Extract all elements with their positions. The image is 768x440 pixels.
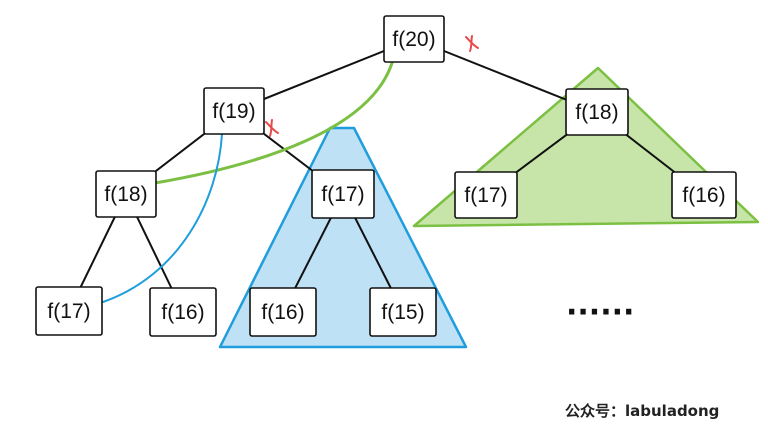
tree-node-label: f(16) bbox=[161, 301, 204, 324]
tree-node: f(16) bbox=[671, 171, 737, 219]
memo-link-blue bbox=[102, 133, 223, 303]
tree-node: f(17) bbox=[35, 286, 103, 336]
cut-mark-icon bbox=[465, 35, 479, 52]
tree-node-label: f(16) bbox=[261, 301, 304, 324]
tree-node-box bbox=[311, 169, 375, 219]
tree-node: f(15) bbox=[369, 287, 437, 337]
tree-node-label: f(18) bbox=[104, 183, 147, 206]
tree-node-box bbox=[383, 15, 445, 63]
tree-node-box bbox=[95, 170, 157, 218]
tree-node-label: f(18) bbox=[575, 101, 618, 124]
tree-node-box bbox=[149, 287, 217, 337]
tree-node-label: f(20) bbox=[392, 28, 435, 51]
tree-node: f(18) bbox=[565, 88, 629, 136]
ellipsis-text: ······ bbox=[566, 295, 634, 330]
tree-node: f(18) bbox=[95, 170, 157, 218]
tree-node: f(17) bbox=[454, 171, 518, 219]
tree-node: f(19) bbox=[203, 87, 265, 135]
tree-node: f(16) bbox=[149, 287, 217, 337]
tree-node-box bbox=[203, 87, 265, 135]
cut-mark-icon bbox=[265, 119, 279, 137]
tree-node: f(20) bbox=[383, 15, 445, 63]
tree-node-label: f(17) bbox=[47, 300, 90, 323]
tree-node-box bbox=[369, 287, 437, 337]
tree-node-label: f(17) bbox=[321, 183, 364, 206]
tree-nodes: f(20) f(19) f(18) f(18) f(17) f(16) f(17) f(16)… bbox=[35, 15, 737, 337]
tree-node-label: f(17) bbox=[464, 184, 507, 207]
tree-node-box bbox=[671, 171, 737, 219]
tree-node: f(17) bbox=[311, 169, 375, 219]
tree-node-label: f(15) bbox=[381, 301, 424, 324]
tree-node-box bbox=[454, 171, 518, 219]
tree-node-label: f(16) bbox=[682, 184, 725, 207]
tree-node-box bbox=[565, 88, 629, 136]
watermark-text: 公众号：labuladong bbox=[565, 402, 719, 420]
tree-node-box bbox=[35, 286, 103, 336]
tree-node-label: f(19) bbox=[212, 100, 255, 123]
tree-node: f(16) bbox=[249, 287, 317, 337]
tree-node-box bbox=[249, 287, 317, 337]
memo-link-green bbox=[153, 61, 394, 185]
